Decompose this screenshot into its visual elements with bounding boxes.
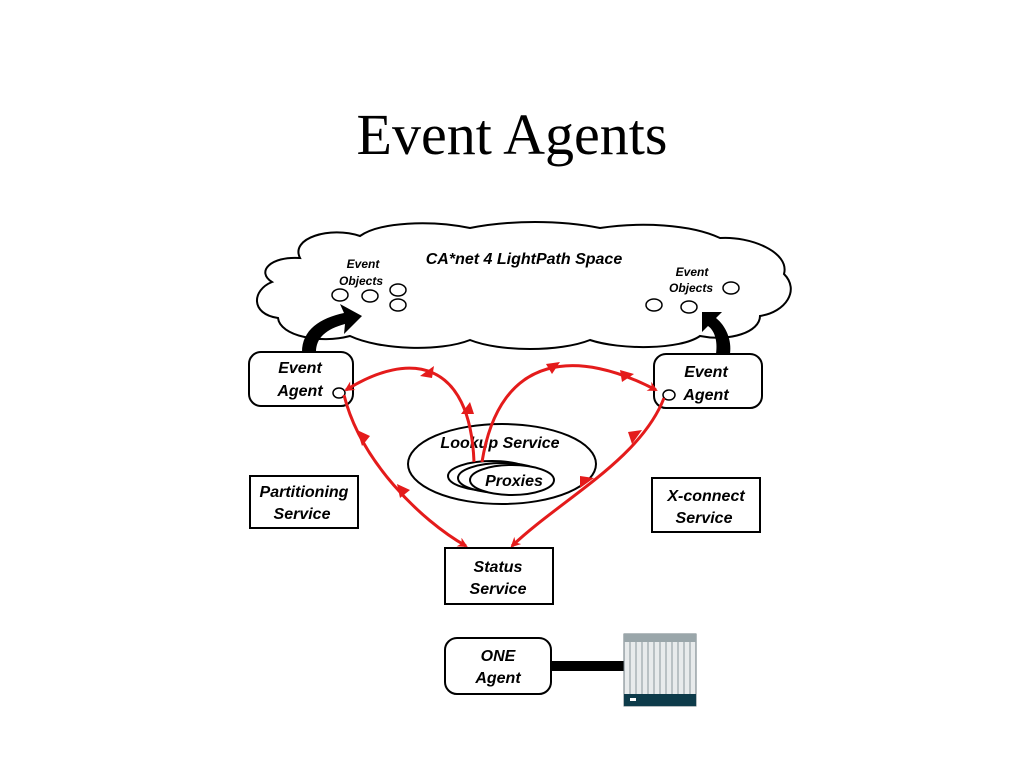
slide-title: Event Agents bbox=[356, 102, 668, 167]
xconnect-service-line2: Service bbox=[676, 510, 733, 527]
status-service bbox=[444, 547, 554, 605]
event-agent-right-line2: Agent bbox=[682, 387, 729, 404]
event-agent-right bbox=[653, 353, 763, 409]
event-agent-left-line1: Event bbox=[278, 360, 322, 377]
cloud-label: CA*net 4 LightPath Space bbox=[426, 251, 623, 268]
one-agent-line1: ONE bbox=[481, 648, 517, 665]
event-objects-right-line1: Event bbox=[676, 265, 710, 279]
one-agent-line2: Agent bbox=[474, 670, 521, 687]
network-switch-icon bbox=[623, 633, 697, 707]
proxies-stack bbox=[447, 460, 555, 496]
lightpath-cloud bbox=[256, 221, 792, 350]
event-agent-left-port-icon bbox=[332, 387, 346, 399]
lookup-service-label: Lookup Service bbox=[440, 435, 559, 452]
xconnect-service bbox=[651, 477, 761, 533]
flow-agent-right-to-status bbox=[510, 397, 666, 548]
flow-midpoint-arrows bbox=[357, 362, 642, 498]
proxies-label: Proxies bbox=[485, 473, 543, 490]
partitioning-service bbox=[249, 475, 359, 529]
event-agent-right-line1: Event bbox=[684, 364, 728, 381]
partitioning-service-line2: Service bbox=[274, 506, 331, 523]
agent-to-cloud-arrow-left bbox=[302, 304, 362, 352]
event-agent-left bbox=[248, 351, 354, 407]
flow-agent-left-to-status bbox=[342, 394, 468, 548]
event-objects-right-line2: Objects bbox=[669, 281, 713, 295]
device-connector bbox=[551, 661, 625, 671]
xconnect-service-line1: X-connect bbox=[666, 488, 745, 505]
event-objects-right bbox=[645, 281, 740, 314]
agent-to-cloud-arrow-right bbox=[702, 312, 731, 354]
event-agent-right-port-icon bbox=[662, 389, 676, 401]
event-objects-left-line2: Objects bbox=[339, 274, 383, 288]
status-service-line1: Status bbox=[474, 559, 523, 576]
event-objects-left-line1: Event bbox=[347, 257, 381, 271]
event-objects-left bbox=[331, 283, 407, 312]
status-service-line2: Service bbox=[470, 581, 527, 598]
partitioning-service-line1: Partitioning bbox=[260, 484, 349, 501]
event-agent-left-line2: Agent bbox=[276, 383, 323, 400]
